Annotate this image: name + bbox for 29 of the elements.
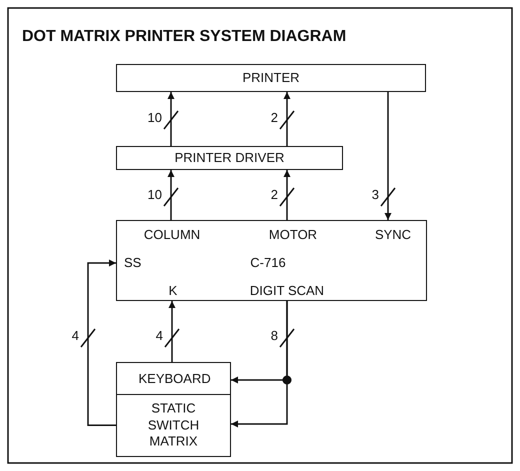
arrow xyxy=(284,170,290,220)
arrow xyxy=(284,92,290,146)
block-label: DIGIT SCAN xyxy=(250,284,324,298)
block-label: K xyxy=(168,284,178,298)
block-box xyxy=(116,146,343,170)
edge-label: 10 xyxy=(146,110,163,126)
block-label: SYNC xyxy=(374,228,412,242)
edge-label: 10 xyxy=(146,188,163,202)
block-label: COLUMN xyxy=(144,228,200,242)
block-box xyxy=(116,64,426,92)
diagram-title: DOT MATRIX PRINTER SYSTEM DIAGRAM xyxy=(22,28,346,46)
arrow xyxy=(168,170,174,220)
block-box xyxy=(116,220,427,301)
arrow xyxy=(231,301,288,428)
block-label: SS xyxy=(124,256,142,270)
edge-label: 3 xyxy=(370,188,380,202)
block-label: PRINTER DRIVER xyxy=(174,150,284,166)
arrow xyxy=(168,92,174,146)
block-box xyxy=(116,362,231,395)
arrow xyxy=(168,301,176,362)
arrow xyxy=(384,92,392,220)
block-label: KEYBOARD xyxy=(138,370,208,387)
block-box xyxy=(116,394,231,457)
block-label: MOTOR xyxy=(268,228,318,242)
arrow xyxy=(87,260,116,426)
block-label: C-716 xyxy=(250,256,286,270)
block-label: PRINTER xyxy=(242,70,300,86)
block-label: STATIC SWITCH MATRIX xyxy=(146,400,200,450)
edge-label: 8 xyxy=(270,328,279,344)
